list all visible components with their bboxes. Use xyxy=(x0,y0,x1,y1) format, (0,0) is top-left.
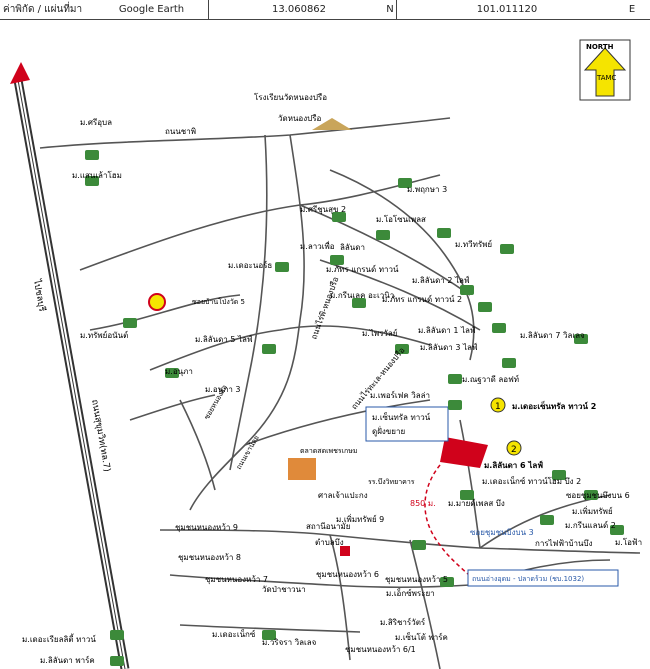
road-label-village-5: ซอยบ้านโป่งวัด 5 xyxy=(192,297,245,306)
village-label: ม.ลิลันดา 2 ไลฟ์ xyxy=(412,275,470,285)
road-label-nong-yai: ถนนชาพิ xyxy=(165,127,196,136)
subject-plot xyxy=(440,437,488,468)
village-label: ม.สิริชาร์วัตร์ xyxy=(380,617,426,627)
road-label-chumchon-3: ชุมชนหนองหว้า 7 xyxy=(205,575,268,584)
village-label: ม.ลิลันดา พาร์ค xyxy=(40,655,95,665)
marker-2 xyxy=(506,440,522,456)
village-label: ลิลันดา xyxy=(340,243,365,252)
village-label: ม.เซ็นโต้ พาร์ค xyxy=(395,632,448,642)
village-label: ม.ทรัพย์อนันต์ xyxy=(80,330,128,340)
place-temple: วัดหนองปรือ xyxy=(278,114,322,123)
header-lon-dir: E xyxy=(628,4,636,15)
road-label-chumchon-4: ชุมชนหนองหว้า 6 xyxy=(316,570,379,579)
place-water: รร.บึงวิทยาคาร xyxy=(368,477,415,486)
village-label: ม.ภัทร แกรนด์ ทาวน์ 2 xyxy=(382,294,462,304)
header-datum-label: ค่าพิกัด / แผ่นที่มา xyxy=(3,4,83,15)
village-label: ม.อนุภา 3 xyxy=(205,385,241,394)
ban-bueng-road-box xyxy=(467,569,619,587)
village-labels: ม.ศรีอุบล ม.แสนเล้าโฮม ม.พฤกษา 3 ม.ศรีชุ… xyxy=(22,118,642,665)
village-label: ม.อนุภา xyxy=(165,367,193,376)
village-label: ม.กรีนแลนด์ 2 xyxy=(565,520,616,530)
village-label: ม.เพอร์เฟค วิลล่า xyxy=(370,390,430,400)
subject-box-line1: ม.เซ็นทรัล ทาวน์ xyxy=(372,412,431,422)
header-lat-dir: N xyxy=(386,4,394,15)
village-label: ม.เดอะนอร์ธ xyxy=(228,260,272,270)
road-label-chumchon-5: ชุมชนหนองหว้า 5 xyxy=(385,575,448,584)
village-label: ม.ลิลันดา 3 ไลฟ์ xyxy=(420,342,478,352)
marker-1-label: ม.เดอะเซ็นทรัล ทาวน์ 2 xyxy=(512,400,596,411)
header-divider xyxy=(208,0,209,19)
village-label: ม.โอฟ้า xyxy=(615,537,642,547)
header-bar xyxy=(0,0,650,20)
highway xyxy=(10,62,130,669)
village-label: ม.แสนเล้าโฮม xyxy=(72,170,122,180)
village-label: ม.ไพรวัลย์ xyxy=(362,328,398,338)
village-label: ม.เพิ่มทรัพย์ 9 xyxy=(336,513,384,524)
header-latitude: 13.060862 xyxy=(271,4,327,15)
village-label: ม.เพิ่มทรัพย์ xyxy=(572,505,613,516)
road-label-soi-3: ถนนไร่ทะเล-หนองปรือ xyxy=(350,346,407,412)
distance-label: 850 ม. xyxy=(410,499,436,508)
subject-box xyxy=(365,406,449,442)
road-label-soi-east-3: ซอยชุมชนบึงบน 3 xyxy=(470,528,534,537)
village-label: ม.เอ็กซ์พระยา xyxy=(386,588,435,598)
road-label-nong-prue: ถนนไร่พิ-หนองปรือ xyxy=(309,276,340,341)
place-school: โรงเรียนวัดหนองปรือ xyxy=(254,92,327,102)
north-badge-top: NORTH xyxy=(586,43,614,51)
place-hospital: สถานีอนามัย xyxy=(306,522,350,531)
village-label: ม.ทวีทรัพย์ xyxy=(455,239,492,249)
village-label: ม.ณฐวาดี ลอฟท์ xyxy=(462,374,519,384)
village-label: ม.เดอะเน็กซ์ ทาวน์โฮม บึง 2 xyxy=(482,476,581,486)
highway-label: ถนนสุขุมวิท(ทล.7) xyxy=(89,399,113,473)
road-label-chumchon-6: ชุมชนหนองหว้า 6/1 xyxy=(345,645,416,654)
village-label: ม.วริจรา วิลเลจ xyxy=(262,638,317,647)
place-temple2: วัดป่าชาวนา xyxy=(262,585,306,594)
marker-1 xyxy=(490,397,506,413)
place-radio: การไฟฟ้าบ้านบึง xyxy=(535,539,593,548)
village-label: ม.ศรีอุบล xyxy=(80,118,112,127)
marker-2-number: 2 xyxy=(511,445,517,455)
route-dashed xyxy=(424,464,481,586)
north-badge-letters: TAMC xyxy=(596,74,617,82)
place-shrine: ศาลเจ้าแปะกง xyxy=(318,491,368,500)
village-label: ม.เดอะเน็กซ์ xyxy=(212,629,256,639)
shell-icon xyxy=(148,293,166,311)
highway-short-label: ไปชลบุรี xyxy=(31,278,48,313)
header-source: Google Earth xyxy=(118,4,185,15)
place-tambon: ตำบลบึง xyxy=(315,538,344,547)
marker-2-label: ม.ลิลันดา 6 ไลฟ์ xyxy=(484,460,543,470)
place-market: ตลาดสดเพชรเกษม xyxy=(300,447,358,455)
village-label: ม.ศรีชุนสุข 2 xyxy=(300,205,346,214)
village-label: ม.โอโซนเพลส xyxy=(376,214,426,224)
village-label: ม.มายด์เพลส บึง xyxy=(448,498,505,508)
village-label: ม.ลาวเพื่อ xyxy=(300,240,335,251)
village-label: ม.กรีนเลค อะเวนิว xyxy=(330,291,394,300)
village-label: ม.ลิลันดา 7 วิลเลจ xyxy=(520,331,585,340)
village-label: ม.ลิลันดา 5 ไลฟ์ xyxy=(195,334,253,344)
header-longitude: 101.011120 xyxy=(476,4,538,15)
subject-box-line2: ดูฝั่งขยาย xyxy=(372,425,405,437)
temple-icon xyxy=(312,118,352,130)
ban-bueng-road-label: ถนนอ่างอุดม - ปลาดร้วม (ชบ.1032) xyxy=(472,575,584,583)
road-label-chumchon-1: ชุมชนหนองหว้า 9 xyxy=(175,523,238,532)
village-label: ม.ลิลันดา 1 ไลฟ์ xyxy=(418,325,476,335)
marker-1-number: 1 xyxy=(495,402,501,412)
village-label: ม.พฤกษา 3 xyxy=(407,185,447,194)
north-arrow-icon xyxy=(10,62,30,84)
village-label: ม.ภัทร แกรนด์ ทาวน์ xyxy=(326,264,399,274)
road-label-chumchon-2: ชุมชนหนองหว้า 8 xyxy=(178,553,241,562)
north-arrow-badge-icon xyxy=(583,47,627,97)
village-label: ม.เดอะเรียลลิตี้ ทาวน์ xyxy=(22,633,96,644)
header-divider xyxy=(396,0,397,19)
market-icon xyxy=(288,458,316,480)
road-label-soi-north: ถนนเขาน้อย xyxy=(235,434,261,471)
road-label-soi-east-6: ซอยชุมชนบึงบน 6 xyxy=(566,491,630,500)
village-icons xyxy=(85,150,624,666)
hospital-icon xyxy=(340,546,350,556)
road-network xyxy=(39,117,641,669)
